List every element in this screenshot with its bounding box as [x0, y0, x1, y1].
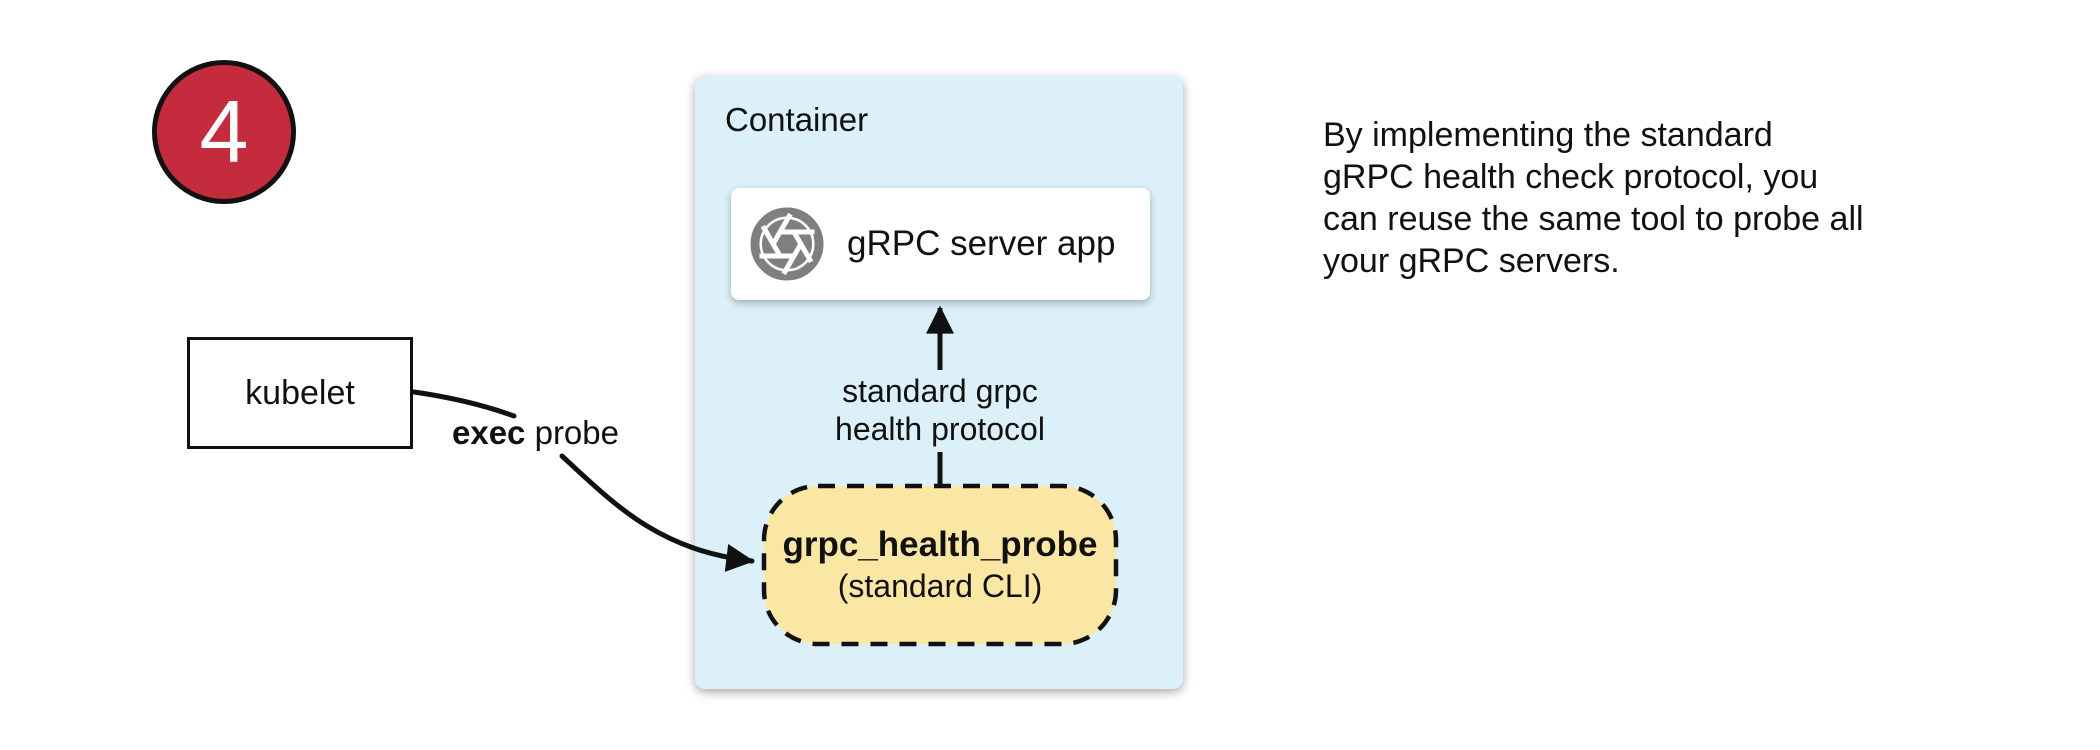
grpc-server-app-label: gRPC server app — [847, 224, 1116, 263]
exec-probe-label-bold: exec — [452, 414, 526, 451]
exec-probe-label: exec probe — [452, 414, 619, 452]
grpc-health-probe-text: grpc_health_probe (standard CLI) — [764, 486, 1116, 644]
kubelet-label: kubelet — [245, 373, 355, 412]
protocol-arrow-label-line1: standard grpc — [842, 373, 1038, 409]
protocol-arrow-label: standard grpc health protocol — [790, 372, 1090, 448]
caption-line: your gRPC servers. — [1323, 242, 1620, 280]
grpc-server-app-node: gRPC server app — [731, 188, 1150, 300]
grpc-health-probe-subtitle: (standard CLI) — [837, 567, 1043, 604]
step-number: 4 — [199, 82, 249, 181]
caption-text: By implementing the standard gRPC health… — [1323, 114, 1864, 282]
grpc-health-probe-name: grpc_health_probe — [782, 525, 1098, 565]
step-badge: 4 — [152, 60, 296, 204]
exec-probe-label-rest: probe — [525, 414, 619, 451]
exec-probe-arrow-segment-1 — [411, 389, 517, 419]
aperture-icon — [750, 207, 824, 281]
caption-line: gRPC health check protocol, you — [1323, 158, 1819, 196]
caption-line: By implementing the standard — [1323, 116, 1773, 154]
protocol-arrow-label-line2: health protocol — [835, 411, 1045, 447]
container-title: Container — [725, 101, 869, 138]
kubelet-node: kubelet — [187, 337, 413, 449]
caption-line: can reuse the same tool to probe all — [1323, 200, 1864, 238]
